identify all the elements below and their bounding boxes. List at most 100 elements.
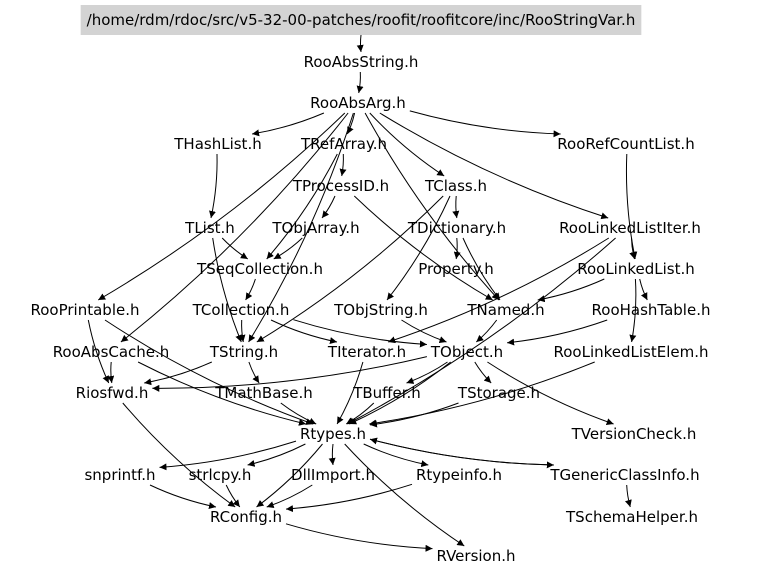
edge-rtypes-to-strlcpy [247, 443, 306, 467]
node-label: TObjString.h [333, 301, 428, 319]
node-strlcpy: strlcpy.h [189, 466, 252, 484]
edge-roolinkedlistiter-to-rtypes [347, 237, 616, 425]
edge-rooabsarg-to-roorefcountlist [409, 110, 561, 138]
edge-tbuffer-to-rtypes [345, 402, 375, 425]
node-rooabsarg: RooAbsArg.h [310, 94, 406, 112]
edge-tprocessid-to-tobjarray [321, 195, 336, 219]
node-tobjarray: TObjArray.h [271, 219, 359, 237]
edge-tmathbase-to-rtypes [280, 402, 317, 425]
edge-riosfwd-to-rconfig [122, 402, 236, 508]
node-roolinkedlistiter: RooLinkedListIter.h [559, 219, 701, 237]
node-rooabscache: RooAbsCache.h [53, 343, 170, 361]
edge-tlist-to-tseqcollection [221, 237, 249, 260]
edge-rooabsarg-to-tnamed [364, 112, 500, 301]
node-label: DllImport.h [291, 466, 375, 484]
node-label: RooLinkedListElem.h [553, 343, 708, 361]
node-label: Rtypes.h [300, 425, 366, 443]
edge-rooabsarg-to-tclass [369, 112, 445, 177]
node-tstorage: TStorage.h [457, 384, 540, 402]
edge-trefarray-to-tprocessid [339, 153, 347, 177]
edge-titerator-to-rtypes [336, 361, 364, 425]
node-label: TProcessID.h [292, 177, 389, 195]
node-rooprintable: RooPrintable.h [31, 301, 140, 319]
edge-tdictionary-to-tnamed [462, 237, 501, 301]
edge-tstring-to-tmathbase [248, 361, 260, 384]
edge-rooabsarg-to-trefarray [346, 112, 356, 135]
node-tobject: TObject.h [430, 343, 503, 361]
node-tstring: TString.h [209, 343, 278, 361]
node-roohashtable: RooHashTable.h [592, 301, 711, 319]
node-label: RooAbsCache.h [53, 343, 170, 361]
node-label: TStorage.h [457, 384, 540, 402]
edge-rooabscache-to-riosfwd [107, 361, 115, 384]
node-label: TCollection.h [192, 301, 290, 319]
node-label: TRefArray.h [300, 135, 387, 153]
node-tmathbase: TMathBase.h [214, 384, 313, 402]
node-root: /home/rdm/rdoc/src/v5-32-00-patches/roof… [80, 5, 642, 35]
node-roorefcountlist: RooRefCountList.h [557, 135, 694, 153]
edge-rtypes-to-rconfig [256, 443, 323, 508]
node-property: Property.h [418, 260, 494, 278]
edge-tclass-to-tobjstring [386, 195, 451, 301]
node-label: snprintf.h [84, 466, 155, 484]
edge-thashlist-to-tlist [209, 153, 218, 219]
node-label: RooLinkedListIter.h [559, 219, 701, 237]
edge-snprintf-to-rconfig [149, 484, 217, 510]
node-tversioncheck: TVersionCheck.h [571, 425, 697, 443]
node-label: Property.h [418, 260, 494, 278]
node-tseqcollection: TSeqCollection.h [196, 260, 323, 278]
edge-tprocessid-to-tnamed [353, 195, 493, 301]
edge-rtypes-to-dllimport [328, 443, 336, 466]
node-label: TObject.h [430, 343, 503, 361]
node-tlist: TList.h [184, 219, 235, 237]
node-tnamed: TNamed.h [466, 301, 544, 319]
node-label: THashList.h [173, 135, 261, 153]
node-tgenericclassinfo: TGenericClassInfo.h [549, 466, 699, 484]
node-trefarray: TRefArray.h [300, 135, 387, 153]
edge-rooabsarg-to-rooprintable [97, 112, 346, 301]
edge-roolinkedlistiter-to-roolinkedlist [629, 237, 637, 260]
node-label: RooHashTable.h [592, 301, 711, 319]
node-rooabsstring: RooAbsString.h [304, 53, 419, 71]
edge-rconfig-to-rversion [285, 523, 433, 552]
node-label: /home/rdm/rdoc/src/v5-32-00-patches/roof… [87, 11, 636, 29]
edge-tdictionary-to-property [453, 237, 461, 260]
node-riosfwd: Riosfwd.h [76, 384, 149, 402]
node-titerator: TIterator.h [327, 343, 406, 361]
node-label: TIterator.h [327, 343, 406, 361]
node-tcollection: TCollection.h [192, 301, 290, 319]
edge-tstorage-to-rtypes [369, 402, 459, 428]
edge-tobjarray-to-tseqcollection [273, 237, 303, 260]
node-label: TVersionCheck.h [571, 425, 697, 443]
edge-strlcpy-to-rconfig [225, 484, 241, 508]
node-label: Riosfwd.h [76, 384, 149, 402]
node-label: RooPrintable.h [31, 301, 140, 319]
highlighted-node-background [80, 5, 642, 35]
node-tdictionary: TDictionary.h [407, 219, 506, 237]
node-label: RooLinkedList.h [577, 260, 695, 278]
edge-roorefcountlist-to-roolinkedlist [625, 153, 638, 260]
node-label: RConfig.h [210, 508, 282, 526]
edge-tcollection-to-tstring [238, 319, 246, 343]
edge-tobject-to-riosfwd [152, 356, 428, 392]
node-label: strlcpy.h [189, 466, 252, 484]
node-label: TList.h [184, 219, 235, 237]
node-tschemahelper: TSchemaHelper.h [565, 508, 698, 526]
edge-dllimport-to-rconfig [266, 484, 313, 509]
node-tbuffer: TBuffer.h [352, 384, 421, 402]
edge-tobjstring-to-tobject [401, 319, 447, 343]
edge-tobject-to-tversioncheck [487, 361, 614, 425]
node-tprocessid: TProcessID.h [292, 177, 389, 195]
edge-rooabsarg-to-thashlist [252, 112, 325, 137]
edge-tstring-to-riosfwd [144, 361, 213, 386]
edge-roolinkedlist-to-roohashtable [639, 278, 648, 301]
edge-rooprintable-to-rtypes [104, 319, 314, 425]
edge-roolinkedlistiter-to-titerator [388, 237, 610, 344]
node-label: RooAbsArg.h [310, 94, 406, 112]
node-label: TClass.h [424, 177, 487, 195]
node-rtypeinfo: Rtypeinfo.h [416, 466, 502, 484]
edge-roolinkedlist-to-tnamed [537, 278, 605, 303]
node-rconfig: RConfig.h [210, 508, 282, 526]
node-label: TSchemaHelper.h [565, 508, 698, 526]
